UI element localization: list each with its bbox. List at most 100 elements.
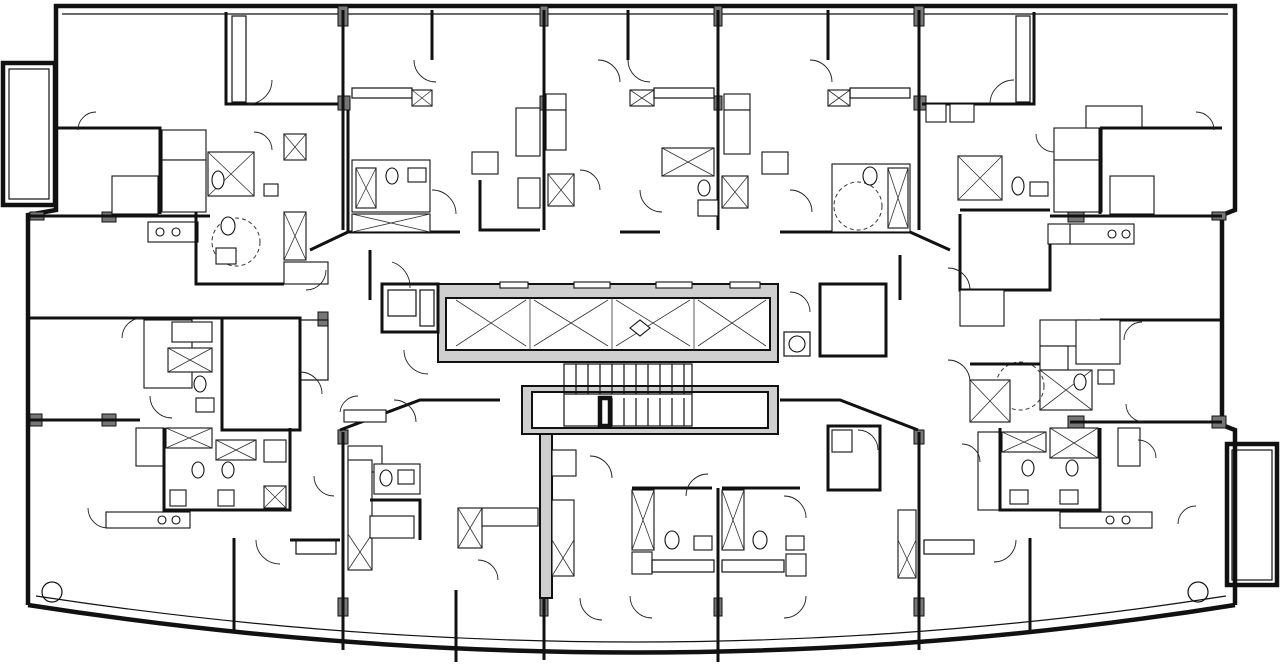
south-units-line xyxy=(721,559,785,573)
south-east-units-line xyxy=(1065,459,1079,477)
south-west-units-line xyxy=(171,515,181,525)
south-east-units-line xyxy=(1177,505,1197,525)
south-units-line xyxy=(481,507,539,527)
west-units-line xyxy=(121,317,143,339)
south-west-units-line xyxy=(41,581,63,603)
south-west-units-line xyxy=(87,507,109,529)
north-units-line xyxy=(431,189,457,215)
shaft-east-line xyxy=(788,335,806,353)
north-east-units-line xyxy=(957,155,1003,201)
shaft-east-line xyxy=(783,331,811,357)
elevator-bank-line xyxy=(499,281,529,289)
south-west-units-line xyxy=(169,489,187,507)
core-spine-wall xyxy=(539,433,553,599)
balcony-west-rail xyxy=(8,68,50,200)
south-east-units-line xyxy=(993,539,1017,563)
south-east-units-line xyxy=(923,539,975,555)
stair-core-line xyxy=(597,395,613,429)
north-units-line xyxy=(407,167,427,183)
north-west-units-line xyxy=(224,12,338,106)
shaft-west-line xyxy=(403,349,429,375)
elevator-bank xyxy=(437,281,779,363)
west-units-line xyxy=(299,371,323,395)
elevator-bank-line xyxy=(573,281,611,289)
south-east-units-line xyxy=(1105,515,1115,525)
north-west-units-line xyxy=(253,131,273,151)
south-units-line xyxy=(369,515,415,539)
north-east-units-line xyxy=(949,103,975,123)
south-units-line xyxy=(685,473,709,497)
north-units-line xyxy=(697,179,711,197)
north-units-line xyxy=(761,151,789,175)
north-west-units-line xyxy=(247,79,273,105)
north-east-units-line xyxy=(1053,159,1103,213)
west-units-line xyxy=(167,347,213,373)
north-east-units-line xyxy=(1107,229,1117,239)
west-units-line xyxy=(149,395,173,419)
south-west-units-line xyxy=(313,475,335,497)
south-units-line xyxy=(347,459,373,571)
north-east-units-line xyxy=(958,214,1052,292)
south-units-line xyxy=(785,553,807,577)
elevator-bank-line xyxy=(455,299,527,347)
balcony-east-rail xyxy=(1231,449,1273,581)
south-east-units-line xyxy=(897,509,917,579)
north-units-line xyxy=(547,173,575,207)
north-west-units-line xyxy=(161,159,207,213)
north-units-line xyxy=(413,59,437,83)
north-west-units-line xyxy=(263,183,279,197)
west-units xyxy=(121,269,329,432)
east-units-line xyxy=(1125,403,1145,423)
north-east-units-line xyxy=(1053,127,1103,161)
east-units xyxy=(947,319,1145,423)
north-units-line xyxy=(579,169,601,191)
north-east-units-line xyxy=(1011,176,1025,196)
shaft-east-line xyxy=(818,282,888,358)
north-west-units-line xyxy=(77,111,97,131)
north-units-line xyxy=(597,59,621,83)
north-east-units-line xyxy=(1035,133,1055,153)
north-units-line xyxy=(697,199,719,217)
south-units-line xyxy=(629,595,653,619)
north-west-units-line xyxy=(211,170,225,190)
shaft-west xyxy=(380,261,440,375)
north-units-line xyxy=(478,180,540,232)
north-east-units-line xyxy=(959,289,1005,327)
north-east-units-line xyxy=(947,267,971,291)
south-west-units-line xyxy=(191,461,205,479)
north-units-line xyxy=(789,189,813,213)
east-units-line xyxy=(1097,369,1115,385)
north-units-line xyxy=(545,93,567,111)
elevator-bank-line xyxy=(533,299,609,347)
elevator-shaft-wall xyxy=(437,283,779,363)
north-east-units-line xyxy=(989,79,1015,105)
south-east-units-line xyxy=(1117,427,1141,467)
north-units-line xyxy=(723,109,751,155)
north-units-line xyxy=(723,93,751,111)
south-units-line xyxy=(370,498,422,540)
elevator-bank-line xyxy=(697,299,767,347)
south-units-line xyxy=(693,535,713,551)
south-units-line xyxy=(551,449,577,477)
shaft-west-line xyxy=(391,261,411,289)
elevator-bank-line xyxy=(615,299,691,347)
south-west-units-line xyxy=(217,489,235,507)
north-units-line xyxy=(887,167,909,229)
east-units-line xyxy=(1073,373,1087,391)
elevator-bank-line xyxy=(629,319,651,337)
south-units-line xyxy=(857,429,879,451)
structural-columns xyxy=(29,5,1227,617)
north-units-line xyxy=(517,177,541,209)
shaft-west-line xyxy=(387,289,417,317)
column xyxy=(317,311,329,327)
north-units xyxy=(346,10,911,233)
south-units-line xyxy=(551,499,575,577)
south-units-line xyxy=(379,469,393,487)
south-east-units-line xyxy=(1187,581,1209,603)
south-units-line xyxy=(664,530,680,550)
south-units-line xyxy=(343,409,387,423)
shaft-east xyxy=(783,282,888,358)
south-east-units-line xyxy=(1137,439,1157,459)
south-east-units-line xyxy=(1059,489,1079,505)
